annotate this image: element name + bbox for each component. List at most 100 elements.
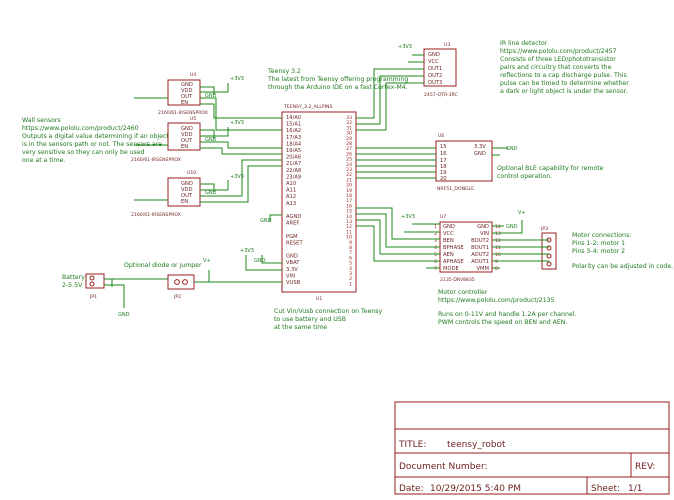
teensy-pin-gnd: GND [286, 254, 298, 260]
net-labels: +3V3 +3V3 +3V3 +3V3 +3V3 +3V3 V+ V+ GND … [118, 44, 526, 318]
net-3v3-u10: +3V3 [230, 174, 244, 180]
wall-sensor-u5-ref: U5 [190, 116, 196, 122]
net-gnd-drv: GND [506, 224, 518, 230]
u5-pin-en: EN [181, 144, 188, 150]
drv-pin-number-7: 7 [434, 266, 437, 272]
net-3v3-qtr: +3V3 [398, 44, 412, 50]
drv-pin-vin: VIN [480, 231, 489, 237]
teensy-note-line-3: through the Arduino IDE on a fast Cortex… [268, 84, 408, 91]
drv-ref: U7 [440, 214, 446, 220]
teensy-pin-number-9: 9 [349, 240, 352, 246]
teensy-pin-number-5: 5 [349, 261, 352, 267]
teensy-right-pins: 3332313029282726252423222120191817161514… [346, 115, 352, 287]
teensy-pin-19-a5: 19/A5 [286, 148, 301, 154]
nrf-pin-gnd: GND [474, 151, 486, 157]
drv-pin-aphase: APHASE [443, 259, 464, 265]
net-gnd-nrf: GND [506, 146, 518, 152]
ir-line-detector-u3: U3 2457-QTR-3RC GND VCC OUT1 OUT2 OUT3 [423, 42, 458, 98]
qtr-pin-out2: OUT2 [428, 73, 442, 79]
teensy-pin-number-4: 4 [349, 266, 352, 272]
u5-pin-out: OUT [181, 138, 193, 144]
document-number-label: Document Number: [399, 462, 488, 472]
teensy-pin-22-a8: 22/A8 [286, 168, 301, 174]
cut-note-line-3: at the same time [274, 324, 327, 331]
net-3v3-u5: +3V3 [230, 120, 244, 126]
drv-pin-number-8: 8 [495, 266, 498, 272]
nrf-pin-18: 18 [440, 164, 447, 170]
ble-note: Optional BLE capability for remote contr… [497, 165, 604, 180]
battery-note-line-1: Battery [62, 274, 85, 281]
drv-pin-gnd: GND [443, 224, 455, 230]
teensy-pin-number-30: 30 [346, 131, 352, 137]
motor-conn-line-1: Motor connections: [572, 232, 631, 239]
drv-part-name: 2135-DRV8835 [440, 277, 475, 283]
teensy-pin-a10: A10 [286, 181, 296, 187]
drv-pin-bphase: BPHASE [443, 245, 464, 251]
wall-sensor-u4-ref: U4 [190, 72, 196, 78]
u4-pin-out: OUT [181, 94, 193, 100]
teensy-pin-number-33: 33 [346, 115, 352, 121]
wall-sensors-note: Wall sensors https://www.pololu.com/prod… [22, 117, 169, 164]
teensy-pin-number-1: 1 [349, 281, 352, 287]
rev-label: REV: [635, 462, 655, 472]
jp2-ref: JP2 [173, 294, 181, 300]
teensy-pin-number-16: 16 [346, 203, 352, 209]
teensy-pin-number-19: 19 [346, 188, 352, 194]
teensy-pin-number-10: 10 [346, 235, 352, 241]
teensy-pin-number-6: 6 [349, 255, 352, 261]
teensy-pin-17-a3: 17/A3 [286, 135, 301, 141]
teensy-pin-number-24: 24 [346, 162, 352, 168]
qtr-pin-vcc: VCC [428, 59, 439, 65]
title-label: TITLE: [398, 440, 426, 450]
teensy-pin-number-25: 25 [346, 157, 352, 163]
teensy-pin-3-3v: 3.3V [286, 267, 298, 273]
sheet-label: Sheet: [591, 484, 620, 494]
wall-sensor-u5-name: 2160/61-IRSENSPROX [131, 157, 181, 163]
net-gnd-u10: GND [205, 190, 217, 196]
wall-sensor-u4: U4 2160/61-IRSENSPROX GND VDD OUT EN [158, 72, 208, 116]
teensy-pin-number-18: 18 [346, 193, 352, 199]
net-vplus-battery: V+ [203, 258, 211, 264]
teensy-pin-number-15: 15 [346, 209, 352, 215]
teensy-pin-23-a9: 23/A9 [286, 174, 301, 180]
teensy-u1: TEENSY_3.2_ALLPINS U1 14/A015/A116/A217/… [281, 104, 357, 302]
drv-pin-number-11: 11 [495, 245, 501, 251]
net-3v3-drv: +3V3 [401, 214, 415, 220]
teensy-ref: U1 [316, 296, 322, 302]
teensy-pin-number-3: 3 [349, 271, 352, 277]
teensy-pin-number-20: 20 [346, 183, 352, 189]
ble-note-line-2: control operation. [497, 173, 552, 180]
teensy-pin-18-a4: 18/A4 [286, 141, 302, 147]
teensy-pin-number-27: 27 [346, 146, 352, 152]
teensy-pin-number-17: 17 [346, 198, 352, 204]
qtr-pin-gnd: GND [428, 52, 440, 58]
teensy-pin-pgm: PGM [286, 234, 298, 240]
net-3v3-u4: +3V3 [230, 76, 244, 82]
drv-pin-gnd: GND [477, 224, 489, 230]
teensy-part-name: TEENSY_3.2_ALLPINS [283, 104, 332, 110]
diode-jumper-jp2: JP2 [167, 274, 195, 300]
u10-pin-gnd: GND [181, 181, 193, 187]
drv-pin-number-10: 10 [495, 252, 501, 258]
battery-note: Battery 2-5.5V [62, 274, 85, 289]
drv-pin-number-6: 6 [434, 259, 437, 265]
qtr-part-name: 2457-QTR-3RC [424, 92, 458, 98]
jp3-ref: JP3 [540, 226, 548, 232]
motor-conn-line-2: Pins 1-2: motor 1 [572, 240, 625, 247]
teensy-pin-a12: A12 [286, 194, 296, 200]
teensy-pin-number-7: 7 [349, 250, 352, 256]
drv-pin-bout2: BOUT2 [471, 238, 489, 244]
teensy-pin-a11: A11 [286, 188, 296, 194]
sheet-value: 1/1 [628, 484, 642, 494]
net-gnd-teensy: GND [254, 258, 266, 264]
net-gnd-u5: GND [205, 137, 217, 143]
teensy-note: Teensy 3.2 The latest from Teensy offeri… [267, 68, 408, 91]
qtr-ref: U3 [444, 42, 450, 48]
ir-note-line-4: pairs and circuitry that converts the [500, 64, 612, 71]
u10-pin-en: EN [181, 199, 188, 205]
teensy-pin-21-a7: 21/A7 [286, 161, 301, 167]
teensy-pin-vusb: VUSB [286, 280, 301, 286]
nrf-pin-19: 19 [440, 170, 447, 176]
drv-pin-mode: MODE [443, 266, 459, 272]
